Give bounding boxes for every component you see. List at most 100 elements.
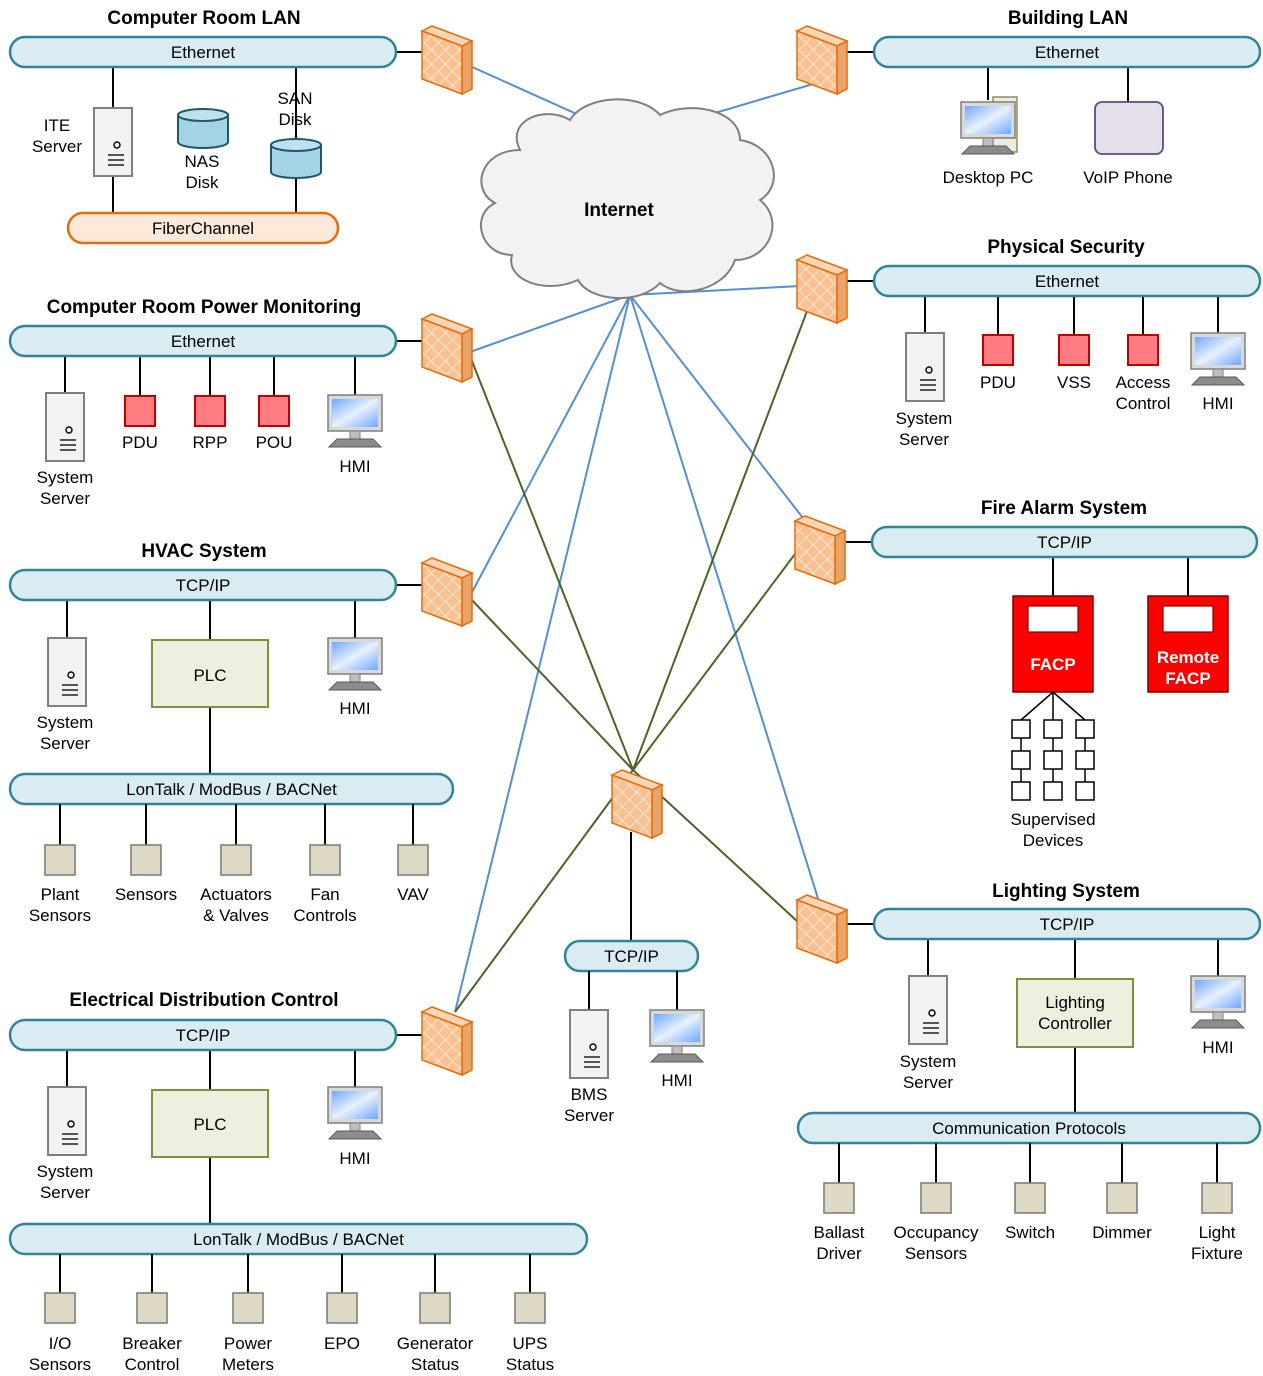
hvac-title: HVAC System	[141, 541, 266, 562]
plc-box	[151, 639, 269, 708]
power-monitoring-title: Computer Room Power Monitoring	[47, 297, 362, 318]
hmi-monitor-icon	[327, 394, 383, 448]
hvac-device-label: Sensors	[115, 885, 177, 904]
electrical-device-label: Status	[411, 1355, 459, 1374]
internet-link	[629, 294, 821, 541]
nas-disk-label: Disk	[185, 173, 219, 192]
facp-display	[1027, 605, 1079, 633]
nas-disk-label: NAS	[185, 152, 220, 171]
server-led	[928, 1009, 936, 1017]
monitor-neck	[1212, 1011, 1224, 1021]
hvac-tcpip-bus-label: TCP/IP	[176, 576, 231, 595]
internet-link	[454, 294, 631, 1013]
hvac-field-device	[397, 844, 429, 876]
pdu-icon	[124, 395, 156, 427]
electrical-field-device	[326, 1292, 358, 1324]
ite-server-label: Server	[32, 137, 82, 156]
monitor-base	[327, 1130, 383, 1140]
firewall-front	[421, 317, 463, 384]
supervised-device-icon	[1075, 750, 1095, 770]
hmi-monitor-icon	[649, 1009, 705, 1063]
vss-icon	[1058, 334, 1090, 366]
firewall-icon	[795, 254, 849, 325]
lighting-device-label: Sensors	[905, 1244, 967, 1263]
bms-firewall-icon	[610, 769, 664, 840]
server-icon	[47, 1086, 87, 1156]
monitor-neck	[349, 430, 361, 440]
firewall-side	[651, 783, 663, 840]
lighting-device-label: Light	[1199, 1223, 1236, 1242]
electrical-device-label: Meters	[222, 1355, 274, 1374]
connector-line	[1020, 691, 1054, 721]
building-ethernet-bus-label: Ethernet	[1035, 43, 1100, 62]
server-led	[589, 1043, 597, 1051]
monitor-screen	[332, 1091, 378, 1119]
firewall-side	[461, 571, 473, 628]
monitor-neck	[982, 137, 994, 147]
supervised-device-icon	[1011, 750, 1031, 770]
power-monitoring-ethernet-bus	[8, 324, 398, 358]
supervised-devices-label: Supervised	[1010, 810, 1095, 829]
computer-room-ethernet-bus-label: Ethernet	[171, 43, 236, 62]
firewall-icon	[420, 25, 474, 96]
supervised-device-icon	[1075, 781, 1095, 801]
firewall-front	[421, 561, 463, 628]
electrical-tcpip-bus	[8, 1018, 398, 1052]
system-server-label: System	[900, 1052, 957, 1071]
hvac-device-label: Actuators	[200, 885, 272, 904]
server-led	[67, 1120, 75, 1128]
monitor-neck	[1212, 368, 1224, 378]
firewall-side	[461, 39, 473, 96]
supervised-device-icon	[1043, 781, 1063, 801]
lighting-tcpip-bus-label: TCP/IP	[1040, 915, 1095, 934]
lighting-field-device	[920, 1182, 952, 1214]
hvac-field-device	[220, 844, 252, 876]
lighting-device-label: Ballast	[813, 1223, 864, 1242]
firewall-side	[461, 327, 473, 384]
desktop-pc-label: Desktop PC	[943, 168, 1034, 187]
server-body	[905, 332, 945, 402]
access-control-label: Access	[1116, 373, 1171, 392]
hvac-device-label: Controls	[293, 906, 356, 925]
physical-security-ethernet-bus-label: Ethernet	[1035, 272, 1100, 291]
hvac-device-label: Plant	[41, 885, 80, 904]
ite-server-label: ITE	[44, 116, 70, 135]
bms-link	[632, 549, 799, 771]
fire-alarm-title: Fire Alarm System	[981, 498, 1147, 519]
vss-label: VSS	[1057, 373, 1091, 392]
facp-label: FACP	[1030, 655, 1075, 674]
electrical-device-label: Power	[224, 1334, 273, 1353]
electrical-device-label: Sensors	[29, 1355, 91, 1374]
hmi-label: HMI	[339, 699, 370, 718]
electrical-field-device	[136, 1292, 168, 1324]
hvac-device-label: VAV	[397, 885, 429, 904]
pdu-icon	[982, 334, 1014, 366]
server-icon	[45, 392, 85, 462]
server-icon	[47, 637, 87, 707]
electrical-device-label: Generator	[397, 1334, 474, 1353]
hmi-monitor-icon	[1190, 332, 1246, 386]
supervised-device-icon	[1011, 719, 1031, 739]
electrical-fieldbus-label: LonTalk / ModBus / BACNet	[193, 1230, 404, 1249]
monitor-base	[649, 1053, 705, 1063]
monitor-screen	[332, 642, 378, 670]
electrical-device-label: EPO	[324, 1334, 360, 1353]
hvac-fieldbus	[8, 772, 455, 806]
bms-server-label: BMS	[571, 1085, 608, 1104]
computer-room-ethernet-bus	[8, 35, 398, 69]
electrical-tcpip-bus-label: TCP/IP	[176, 1026, 231, 1045]
lighting-device-label: Fixture	[1191, 1244, 1243, 1263]
monitor-screen	[1195, 980, 1241, 1008]
lighting-controller-label: Lighting	[1045, 993, 1105, 1012]
fiberchannel-bus-label: FiberChannel	[152, 219, 254, 238]
firewall-front	[421, 29, 463, 96]
lighting-tcpip-bus	[872, 907, 1262, 941]
lighting-device-label: Switch	[1005, 1223, 1055, 1242]
hmi-label: HMI	[1202, 394, 1233, 413]
server-body	[47, 637, 87, 707]
hmi-label: HMI	[1202, 1038, 1233, 1057]
hvac-device-label: & Valves	[203, 906, 269, 925]
bms-link	[454, 769, 634, 1013]
plc-label: PLC	[193, 666, 226, 685]
